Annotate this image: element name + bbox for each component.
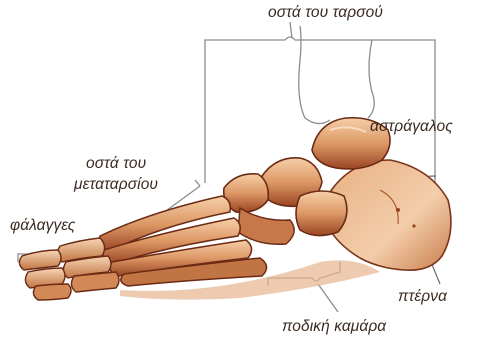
label-talus: αστράγαλος — [370, 118, 453, 136]
label-calcaneus: πτέρνα — [398, 288, 447, 306]
label-metatarsal-line2: μεταταρσίου — [74, 176, 158, 194]
label-metatarsal-line1: οστά του — [86, 155, 146, 173]
cuboid-bone — [296, 191, 347, 236]
label-tarsal-bones: οστά του ταρσού — [268, 4, 383, 22]
label-phalanges: φάλαγγες — [10, 217, 75, 235]
phalanx-bones — [19, 238, 119, 300]
label-foot-arch: ποδική καμάρα — [282, 318, 386, 336]
